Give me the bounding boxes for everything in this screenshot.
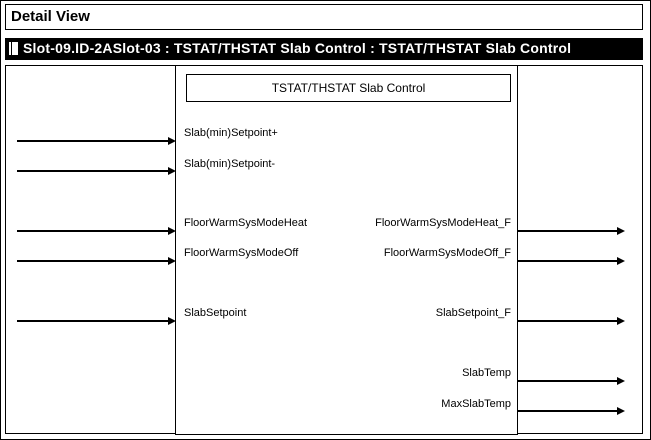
output-port-label: FloorWarmSysModeOff_F — [383, 247, 511, 259]
object-path-header[interactable]: Slot-09.ID-2ASlot-03 : TSTAT/THSTAT Slab… — [5, 38, 643, 60]
input-port-label: Slab(min)Setpoint- — [184, 158, 276, 170]
function-block[interactable]: TSTAT/THSTAT Slab Control Slab(min)Setpo… — [175, 65, 518, 435]
input-port-label: Slab(min)Setpoint+ — [184, 127, 278, 139]
output-port-label: MaxSlabTemp — [441, 398, 511, 410]
output-port-label: SlabTemp — [462, 367, 511, 379]
object-path-text: Slot-09.ID-2ASlot-03 : TSTAT/THSTAT Slab… — [23, 40, 572, 56]
document-icon — [9, 42, 21, 55]
output-port-label: FloorWarmSysModeHeat_F — [375, 217, 511, 229]
function-block-title: TSTAT/THSTAT Slab Control — [186, 74, 511, 102]
input-port-label: SlabSetpoint — [184, 307, 247, 319]
input-port-label: FloorWarmSysModeOff — [184, 247, 299, 259]
panel-title-text: Detail View — [11, 8, 90, 25]
detail-view-panel-title: Detail View — [5, 4, 643, 30]
output-port-label: SlabSetpoint_F — [435, 307, 511, 319]
input-port-label: FloorWarmSysModeHeat — [184, 217, 308, 229]
